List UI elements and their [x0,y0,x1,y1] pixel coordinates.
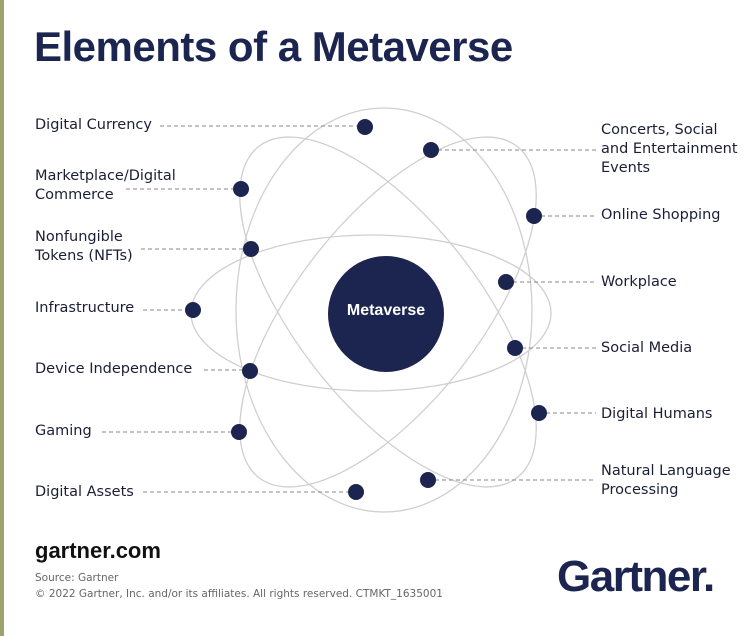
label-gaming: Gaming [35,423,92,439]
node-gaming [231,424,247,440]
label-nlp: Natural Language Processing [601,463,731,498]
node-concerts [423,142,439,158]
label-workplace: Workplace [601,274,677,290]
label-social-media: Social Media [601,340,693,356]
page-title: Elements of a Metaverse [34,23,513,70]
label-online-shopping: Online Shopping [601,207,721,223]
gartner-logo: Gartner. [557,552,715,601]
orbit-vertical [235,107,533,513]
node-digital-humans [531,405,547,421]
label-digital-currency: Digital Currency [35,117,152,133]
node-nlp [420,472,436,488]
node-social-media [507,340,523,356]
node-online-shopping [526,208,542,224]
accent-bar [0,0,4,636]
center-hub [328,256,444,372]
label-device-independence: Device Independence [35,361,193,377]
node-digital-assets [348,484,364,500]
label-digital-humans: Digital Humans [601,406,713,422]
label-concerts: Concerts, Social and Entertainment Event… [601,122,738,176]
orbit-diagonal-b [239,136,537,488]
orbit-diagonal-a [239,136,537,488]
center-label: Metaverse [346,302,426,319]
label-infrastructure: Infrastructure [35,300,135,316]
copyright-note: © 2022 Gartner, Inc. and/or its affiliat… [35,588,443,600]
label-nfts: Nonfungible Tokens (NFTs) [35,229,133,264]
node-device-independence [242,363,258,379]
source-note: Source: Gartner [35,572,119,584]
node-digital-currency [357,119,373,135]
site-link[interactable]: gartner.com [35,538,161,563]
node-infrastructure [185,302,201,318]
node-marketplace [233,181,249,197]
node-workplace [498,274,514,290]
label-marketplace: Marketplace/Digital Commerce [35,168,176,203]
node-nfts [243,241,259,257]
label-digital-assets: Digital Assets [35,484,134,500]
